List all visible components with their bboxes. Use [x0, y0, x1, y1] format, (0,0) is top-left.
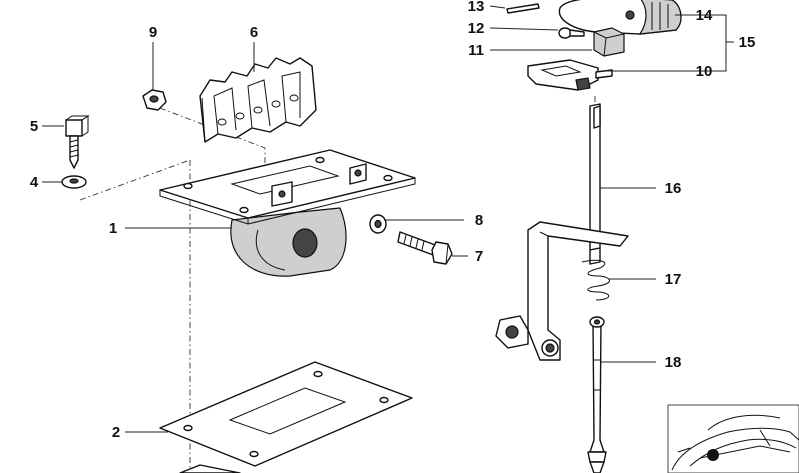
label-11: 11 [468, 42, 484, 59]
leader-lines [42, 5, 734, 433]
label-17: 17 [665, 271, 682, 288]
part-8-washer [369, 214, 387, 234]
label-2: 2 [112, 424, 120, 441]
label-16: 16 [665, 180, 682, 197]
label-15: 15 [739, 34, 756, 51]
label-13: 13 [468, 0, 485, 15]
label-7: 7 [475, 248, 483, 265]
part-7-bolt [397, 231, 453, 265]
part-13-pin [506, 3, 540, 14]
label-6: 6 [250, 24, 258, 41]
part-10-lever-head [527, 59, 613, 91]
part-16-shift-lever [495, 103, 629, 361]
part-14-shift-knob [558, 0, 682, 35]
part-1-bearing-bracket [159, 149, 416, 277]
label-18: 18 [665, 354, 682, 371]
label-12: 12 [468, 20, 485, 37]
part-6-cable-holder [199, 57, 317, 143]
part-11-insert [593, 27, 625, 57]
part-9-nut [142, 89, 167, 111]
part-2-gasket-plate [159, 361, 413, 473]
label-14: 14 [696, 7, 713, 24]
label-8: 8 [475, 212, 483, 229]
part-number-labels: 1 2 4 5 6 7 8 9 10 11 12 13 14 15 16 17 … [30, 0, 756, 441]
location-marker-icon [707, 449, 719, 461]
label-4: 4 [30, 174, 39, 191]
label-9: 9 [149, 24, 157, 41]
car-location-inset [667, 404, 799, 473]
part-18-selector-rod [587, 316, 607, 473]
part-5-screw [65, 115, 90, 169]
label-10: 10 [696, 63, 713, 80]
label-5: 5 [30, 118, 38, 135]
part-4-washer [61, 175, 87, 189]
label-1: 1 [109, 220, 117, 237]
part-17-spring [581, 259, 610, 301]
part-12-screw [558, 27, 585, 39]
